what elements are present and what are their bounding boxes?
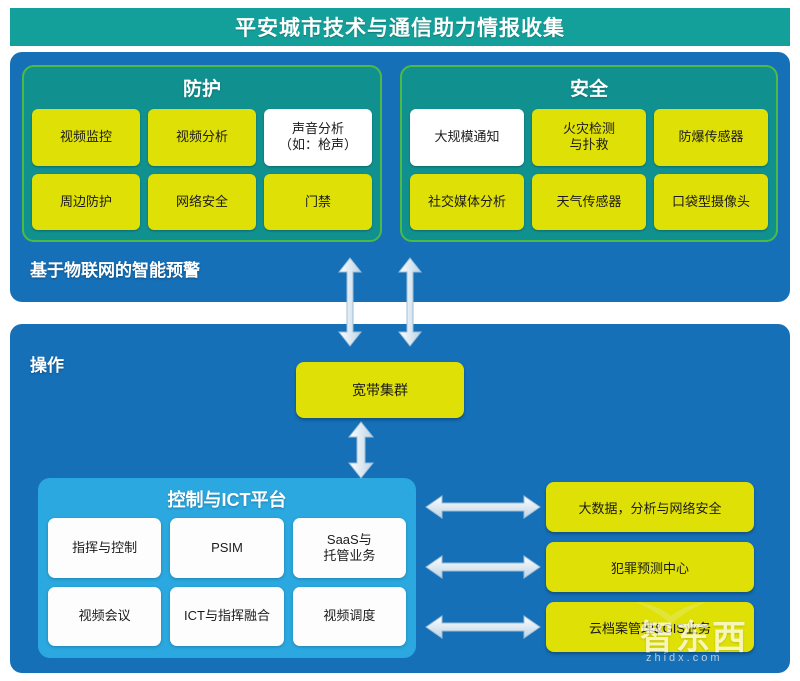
- wings-icon: [636, 602, 706, 624]
- group-protection: 防护 视频监控 视频分析 声音分析（如：枪声） 周边防护 网络安全 门禁: [22, 65, 382, 242]
- tile-video-analytics[interactable]: 视频分析: [148, 109, 256, 166]
- sensing-panel-label: 基于物联网的智能预警: [30, 261, 200, 280]
- tile-body-camera[interactable]: 口袋型摄像头: [654, 173, 768, 230]
- service-box-crime-prediction[interactable]: 犯罪预测中心: [546, 542, 754, 592]
- watermark-subtext: zhidx.com: [646, 652, 723, 664]
- service-box-cloud-archive-gis[interactable]: 云档案管理&GIS业务: [546, 602, 754, 652]
- tile-weather-sensor[interactable]: 天气传感器: [532, 173, 646, 230]
- tile-psim[interactable]: PSIM: [170, 518, 284, 578]
- watermark-text: 智东西: [640, 619, 748, 657]
- tile-video-surveillance[interactable]: 视频监控: [32, 109, 140, 166]
- group-safety-title: 安全: [569, 79, 608, 100]
- group-protection-title: 防护: [182, 79, 221, 100]
- ict-tile-grid: 指挥与控制 PSIM SaaS与托管业务 视频会议 ICT与指挥融合 视频调度: [48, 518, 406, 646]
- tile-saas-managed-services[interactable]: SaaS与托管业务: [292, 518, 406, 578]
- tile-access-control[interactable]: 门禁: [264, 173, 372, 230]
- tile-video-dispatch[interactable]: 视频调度: [292, 586, 406, 646]
- tile-perimeter-protection[interactable]: 周边防护: [32, 173, 140, 230]
- tile-social-media-analysis[interactable]: 社交媒体分析: [410, 173, 524, 230]
- page-title: 平安城市技术与通信助力情报收集: [235, 17, 565, 40]
- group-safety: 安全 大规模通知 火灾检测与扑救 防爆传感器 社交媒体分析 天气传感器 口袋型摄…: [400, 65, 778, 242]
- watermark: 智东西 zhidx.com: [620, 592, 790, 674]
- ict-platform-title: 控制与ICT平台: [167, 490, 287, 510]
- tile-ict-command-convergence[interactable]: ICT与指挥融合: [170, 586, 284, 646]
- tile-command-and-control[interactable]: 指挥与控制: [48, 518, 162, 578]
- protection-tile-grid: 视频监控 视频分析 声音分析（如：枪声） 周边防护 网络安全 门禁: [32, 109, 372, 230]
- safety-tile-grid: 大规模通知 火灾检测与扑救 防爆传感器 社交媒体分析 天气传感器 口袋型摄像头: [410, 109, 768, 230]
- tile-sound-analytics[interactable]: 声音分析（如：枪声）: [264, 109, 372, 166]
- tile-video-conference[interactable]: 视频会议: [48, 586, 162, 646]
- service-box-big-data[interactable]: 大数据，分析与网络安全: [546, 482, 754, 532]
- tile-network-security[interactable]: 网络安全: [148, 173, 256, 230]
- tile-explosion-sensor[interactable]: 防爆传感器: [654, 109, 768, 166]
- operations-panel-label: 操作: [30, 356, 64, 375]
- tile-fire-detection[interactable]: 火灾检测与扑救: [532, 109, 646, 166]
- tile-mass-notification[interactable]: 大规模通知: [410, 109, 524, 166]
- ict-platform-group: 控制与ICT平台 指挥与控制 PSIM SaaS与托管业务 视频会议 ICT与指…: [38, 478, 416, 658]
- broadband-cluster-box[interactable]: 宽带集群: [296, 362, 464, 418]
- diagram-header: 平安城市技术与通信助力情报收集: [10, 8, 790, 46]
